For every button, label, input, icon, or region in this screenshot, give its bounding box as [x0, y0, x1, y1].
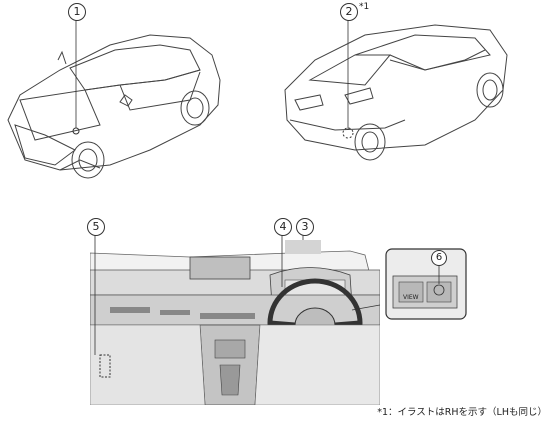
dashboard-drawing: [90, 227, 380, 405]
callout-3: 3: [296, 218, 314, 236]
callout-5: 5: [87, 218, 105, 236]
callout-2-note-mark: *1: [359, 2, 370, 12]
inset-drawing: [385, 248, 467, 320]
front-car-drawing: [7, 20, 221, 179]
dashboard-illustration: [90, 215, 380, 405]
callout-2: 2: [340, 3, 358, 21]
callout-6: 6: [431, 250, 447, 266]
callout-4: 4: [274, 218, 292, 236]
callout-1: 1: [68, 3, 86, 21]
rear-car-illustration: [275, 0, 515, 200]
footnote: *1：イラストはRHを示す（LHも同じ）: [377, 407, 547, 418]
rear-car-drawing: [284, 20, 508, 161]
front-car-illustration: [0, 0, 240, 200]
view-button-label: VIEW: [403, 294, 419, 301]
button-panel-inset: VIEW: [385, 248, 467, 320]
